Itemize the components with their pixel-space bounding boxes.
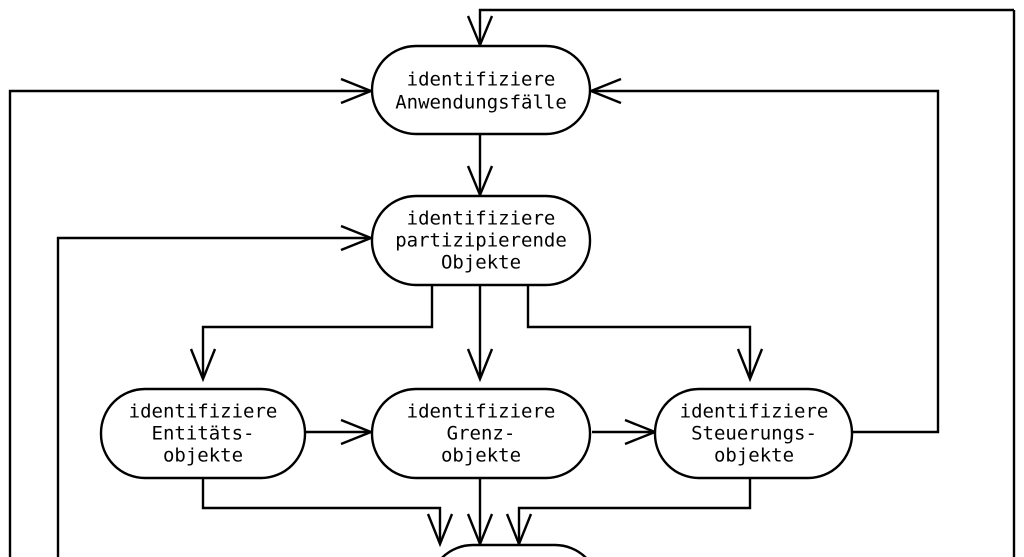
edge-steuerungs-into-anwendungsfaelle <box>587 77 940 434</box>
edge-grenz-to-steuerungs <box>592 418 659 446</box>
node-grenzobjekte[interactable]: identifiziere Grenz- objekte <box>370 387 592 480</box>
edge-top-into-anwendungsfaelle <box>466 8 1014 49</box>
node-partizipierende-line2: partizipierende <box>395 230 567 252</box>
node-partizipierende-line1: identifiziere <box>407 208 556 230</box>
node-steuerungs-line1: identifiziere <box>680 401 829 423</box>
node-grenz-line2: Grenz- <box>447 423 516 445</box>
edge-left-into-anwendungsfaelle <box>8 77 375 557</box>
node-grenz-line3: objekte <box>441 445 521 467</box>
node-bottom-partial[interactable] <box>427 543 601 557</box>
node-anwendungsfaelle[interactable]: identifiziere Anwendungsfälle <box>370 44 592 136</box>
node-anwendungsfaelle-line2: Anwendungsfälle <box>395 92 567 114</box>
node-entitaets-line3: objekte <box>163 445 243 467</box>
edge-partizipierende-to-grenz <box>466 285 494 383</box>
node-anwendungsfaelle-line1: identifiziere <box>407 69 556 91</box>
node-steuerungs-line3: objekte <box>714 445 794 467</box>
edge-grenz-to-bottom <box>466 479 494 548</box>
edge-anwendungsfaelle-to-partizipierende <box>466 134 494 199</box>
node-grenz-line1: identifiziere <box>407 401 556 423</box>
edge-entitaets-to-bottom <box>201 479 454 548</box>
node-partizipierende-objekte[interactable]: identifiziere partizipierende Objekte <box>370 194 592 287</box>
edge-steuerungs-to-bottom <box>505 479 752 548</box>
edge-entitaets-to-grenz <box>305 418 375 446</box>
node-entitaets-line1: identifiziere <box>129 401 278 423</box>
node-entitaetsobjekte[interactable]: identifiziere Entitäts- objekte <box>99 387 307 480</box>
node-entitaets-line2: Entitäts- <box>152 423 255 445</box>
node-partizipierende-line3: Objekte <box>441 252 521 274</box>
edge-partizipierende-to-steuerungs <box>526 285 764 383</box>
edge-partizipierende-to-entitaets <box>189 285 434 383</box>
node-steuerungsobjekte[interactable]: identifiziere Steuerungs- objekte <box>653 387 854 480</box>
node-steuerungs-line2: Steuerungs- <box>691 423 817 445</box>
